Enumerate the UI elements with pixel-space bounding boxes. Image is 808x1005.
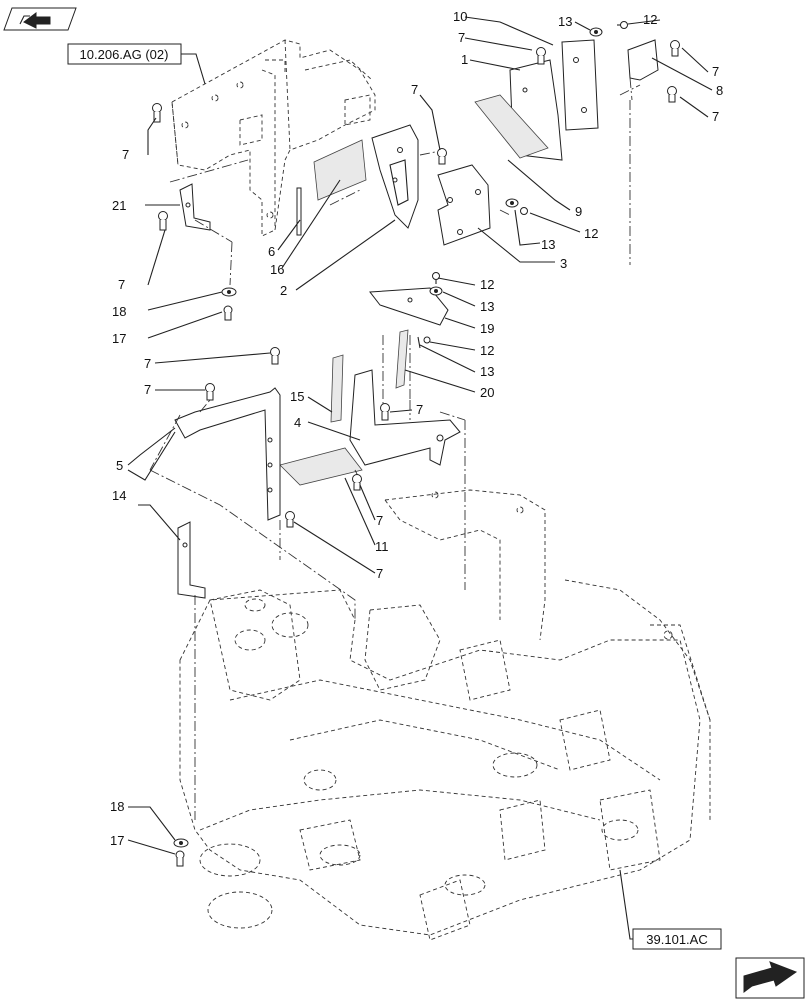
callout-7: 7 <box>458 30 465 45</box>
callout-13: 13 <box>541 237 555 252</box>
callout-7: 7 <box>712 64 719 79</box>
bolt-7-j <box>352 474 362 491</box>
part-8-bracket <box>627 39 659 101</box>
bolt-7-g <box>270 347 280 365</box>
callout-12: 12 <box>643 12 657 27</box>
washer-18-a <box>221 287 237 297</box>
washer-18-b <box>173 838 189 848</box>
callout-5: 5 <box>116 458 123 473</box>
callout-7: 7 <box>416 402 423 417</box>
washer-13-d <box>417 336 421 349</box>
bolt-7-f <box>667 86 677 103</box>
part-20-strip <box>395 329 409 389</box>
main-chassis-dashed <box>179 489 711 941</box>
callout-7: 7 <box>144 382 151 397</box>
screw-12-c <box>432 272 440 284</box>
callout-15: 15 <box>290 389 304 404</box>
callout-8: 8 <box>716 83 723 98</box>
screw-12-d <box>423 336 431 344</box>
callout-12: 12 <box>480 343 494 358</box>
part-2-bracket <box>371 124 419 229</box>
part-5-long-bracket <box>174 387 281 521</box>
top-reference-label: 10.206.AG (02) <box>80 47 169 62</box>
callout-3: 3 <box>560 256 567 271</box>
part-16-pad <box>313 139 367 201</box>
washer-13-c <box>429 286 443 296</box>
bolt-7-a <box>152 103 162 123</box>
washer-13-a <box>589 27 603 37</box>
callout-labels: 10 7 1 13 12 7 8 7 7 9 12 13 3 7 21 7 6 … <box>110 9 723 848</box>
callout-7: 7 <box>122 147 129 162</box>
callout-13: 13 <box>480 364 494 379</box>
callout-13: 13 <box>558 14 572 29</box>
bottom-reference-box[interactable]: 39.101.AC <box>632 928 722 950</box>
leader-lines <box>127 16 713 855</box>
part-3-plate <box>437 164 491 246</box>
bolt-7-b <box>158 211 168 231</box>
callout-11: 11 <box>375 539 389 554</box>
upper-frame-dashed <box>171 39 376 237</box>
fasteners <box>152 21 680 867</box>
bolt-7-k <box>285 511 295 528</box>
part-14-bracket <box>177 521 206 599</box>
part-15-strip <box>330 354 344 423</box>
bolt-7-c <box>536 47 546 65</box>
screw-12-b <box>520 207 528 215</box>
callout-13: 13 <box>480 299 494 314</box>
part-21-small-bracket <box>179 183 211 231</box>
callout-18: 18 <box>112 304 126 319</box>
callout-4: 4 <box>294 415 301 430</box>
construction-lines <box>149 84 641 820</box>
callout-21: 21 <box>112 198 126 213</box>
bolt-7-e <box>670 40 680 57</box>
screw-12-a <box>617 21 628 29</box>
bolt-17-a <box>223 305 233 321</box>
callout-2: 2 <box>280 283 287 298</box>
callout-17: 17 <box>112 331 126 346</box>
callout-14: 14 <box>112 488 126 503</box>
callout-16: 16 <box>270 262 284 277</box>
folder-arrow-icon[interactable] <box>3 7 77 31</box>
callout-7: 7 <box>411 82 418 97</box>
callout-19: 19 <box>480 321 494 336</box>
callout-18: 18 <box>110 799 124 814</box>
bolt-7-i <box>380 403 390 421</box>
callout-7: 7 <box>118 277 125 292</box>
callout-12: 12 <box>480 277 494 292</box>
callout-20: 20 <box>480 385 494 400</box>
bolt-7-d <box>437 148 447 165</box>
part-4-bracket <box>349 369 461 466</box>
callout-7: 7 <box>376 566 383 581</box>
callout-7: 7 <box>376 513 383 528</box>
bottom-reference-label: 39.101.AC <box>646 932 707 947</box>
callout-12: 12 <box>584 226 598 241</box>
callout-6: 6 <box>268 244 275 259</box>
callout-1: 1 <box>461 52 468 67</box>
bolt-17-b <box>175 850 185 867</box>
callout-7: 7 <box>144 356 151 371</box>
next-page-arrow-icon[interactable] <box>735 957 805 999</box>
part-9-pad <box>474 94 549 159</box>
callout-17: 17 <box>110 833 124 848</box>
bolt-7-h <box>205 383 215 401</box>
callout-7: 7 <box>712 109 719 124</box>
part-10-plate <box>561 39 599 131</box>
callout-9: 9 <box>575 204 582 219</box>
part-19-plate <box>369 287 449 326</box>
part-11-pad <box>279 447 363 486</box>
top-reference-box[interactable]: 10.206.AG (02) <box>67 43 182 65</box>
part-6-rod <box>296 187 302 236</box>
callout-10: 10 <box>453 9 467 24</box>
washer-13-b <box>505 198 519 208</box>
